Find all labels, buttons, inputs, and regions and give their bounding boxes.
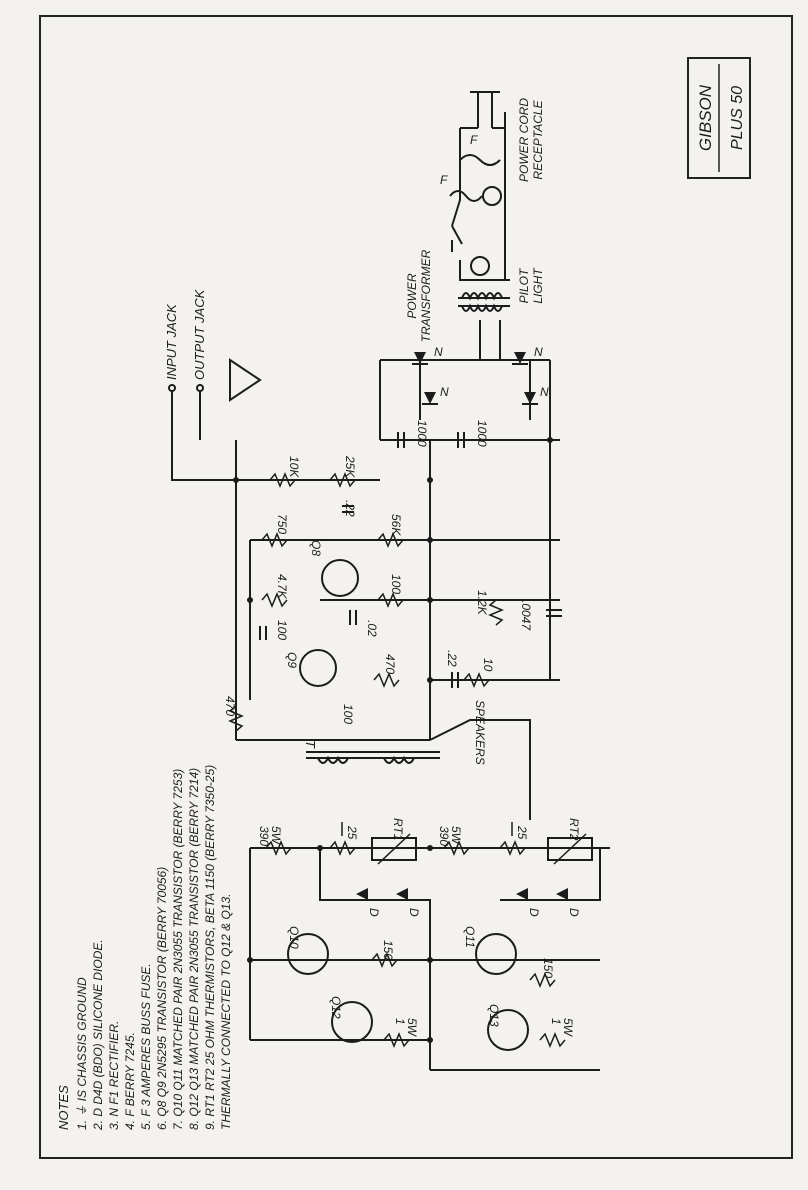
note-6: 6. Q8 Q9 2N5295 TRANSISTOR (BERRY 70056) [155, 867, 169, 1130]
note-7: 7. Q10 Q11 MATCHED PAIR 2N3055 TRANSISTO… [171, 769, 185, 1130]
cap-100-b: 100 [341, 704, 355, 724]
note-1: 1. ⏚ IS CHASSIS GROUND [75, 977, 89, 1130]
diode-n-2: N [440, 385, 449, 399]
res-100-a: 100 [389, 574, 403, 594]
res-390-a-watt: 5W [269, 826, 283, 846]
q12-label: Q12 [329, 996, 343, 1019]
thermistor-rt2 [547, 837, 593, 861]
transistor-q12 [331, 1001, 373, 1043]
cap-22-a: .22 [343, 500, 357, 517]
note-3: 3. N F1 RECTIFIER. [107, 1021, 121, 1130]
q9-label: Q9 [285, 652, 299, 668]
res-4-7k: 4.7K [275, 574, 289, 600]
res-1-b-watt: 5W [561, 1018, 575, 1038]
transistor-q13 [487, 1009, 529, 1051]
rt2-label: RT2 [567, 818, 581, 841]
pilot-light-symbol [482, 186, 502, 206]
res-1-b: 1 [549, 1018, 563, 1025]
q11-label: Q11 [463, 926, 477, 948]
res-750: 750 [275, 514, 289, 534]
res-390-b-watt: 5W [449, 826, 463, 846]
diode-n-3: N [534, 345, 543, 359]
title-brand: GIBSON [696, 84, 715, 151]
pot-25-a: 25 [345, 825, 359, 840]
cap-100-a: 100 [275, 620, 289, 640]
d-label-2: D [407, 908, 421, 917]
bias-diodes [356, 888, 568, 900]
cap-02: .02 [365, 620, 379, 637]
d-label-1: D [367, 908, 381, 917]
light-label: LIGHT [531, 267, 545, 304]
transformer-label: TRANSFORMER [419, 249, 433, 342]
q10-label: Q10 [287, 926, 301, 949]
transistor-q11 [475, 933, 517, 975]
title-block: GIBSON PLUS 50 [687, 57, 751, 179]
rectifier-bridge [412, 352, 538, 405]
page-border [39, 15, 793, 1159]
transistor-q10 [287, 933, 329, 975]
transistor-q8 [321, 559, 359, 597]
cap-1000-a: 1000 [415, 420, 429, 447]
thermistor-rt1 [371, 837, 417, 861]
fuse-label-2: F [440, 173, 448, 187]
title-model: PLUS 50 [729, 86, 746, 150]
res-1-a-watt: 5W [405, 1018, 419, 1038]
diode-n-1: N [434, 345, 443, 359]
res-390-a: 390 [257, 826, 271, 846]
res-10: 10 [481, 658, 495, 672]
note-5: 5. F 3 AMPERES BUSS FUSE. [139, 963, 153, 1130]
res-470-a: 470 [383, 654, 397, 674]
res-1-a: 1 [393, 1018, 407, 1025]
driver-section: 10K 25K .22 750 56K Q8 4.7K 100 .02 100 … [200, 440, 562, 820]
res-390-b: 390 [437, 826, 451, 846]
res-10k: 10K [287, 456, 301, 478]
pot-25-b: 25 [515, 825, 529, 840]
input-jack-label: INPUT JACK [164, 303, 179, 380]
note-2: 2. D D4D (BDO) SILICONE DIODE. [91, 939, 105, 1131]
note-8: 8. Q12 Q13 MATCHED PAIR 2N3055 TRANSISTO… [187, 768, 201, 1130]
diode-n-4: N [540, 385, 549, 399]
output-section: 390 5W 390 5W 25 25 RT1 RT2 D D D D Q10 … [249, 818, 610, 1071]
res-150-b: 150 [541, 958, 555, 978]
cap-0047: .0047 [519, 600, 533, 631]
note-9b: THERMALLY CONNECTED TO Q12 & Q13. [219, 893, 233, 1130]
cap-22-b: .22 [445, 650, 459, 667]
q8-label: Q8 [309, 540, 323, 556]
receptacle-label: RECEPTACLE [531, 99, 545, 179]
q13-label: Q13 [487, 1004, 501, 1027]
d-label-3: D [527, 908, 541, 917]
power-label: POWER [405, 273, 419, 319]
pilot-label: PILOT [517, 267, 531, 303]
fuse-label-1: F [470, 133, 478, 147]
rt1-label: RT1 [391, 818, 405, 840]
output-jack-label: OUTPUT JACK [192, 288, 207, 380]
res-470-b: 470 [223, 696, 237, 716]
res-150-a: 150 [381, 940, 395, 960]
res-1-2k: 1.2K [475, 590, 489, 616]
notes-heading: NOTES [56, 1085, 71, 1130]
junction-dots [233, 437, 553, 1043]
res-56k: 56K [389, 514, 403, 536]
power-cord-label: POWER CORD [517, 98, 531, 182]
note-4: 4. F BERRY 7245. [123, 1032, 137, 1130]
speakers-label: SPEAKERS [473, 700, 487, 765]
cap-1000-b: 1000 [475, 420, 489, 447]
notes-block: NOTES 1. ⏚ IS CHASSIS GROUND 2. D D4D (B… [56, 765, 233, 1131]
d-label-4: D [567, 908, 581, 917]
note-9: 9. RT1 RT2 25 OHM THERMISTORS, BETA 1150… [203, 765, 217, 1130]
jacks: INPUT JACK OUTPUT JACK [164, 288, 262, 481]
pot-25k: 25K [343, 455, 357, 478]
transistor-q9 [299, 649, 337, 687]
transformer-t: T [303, 740, 318, 749]
power-section: POWER CORD RECEPTACLE F F PILOT LIGHT PO… [379, 91, 560, 448]
